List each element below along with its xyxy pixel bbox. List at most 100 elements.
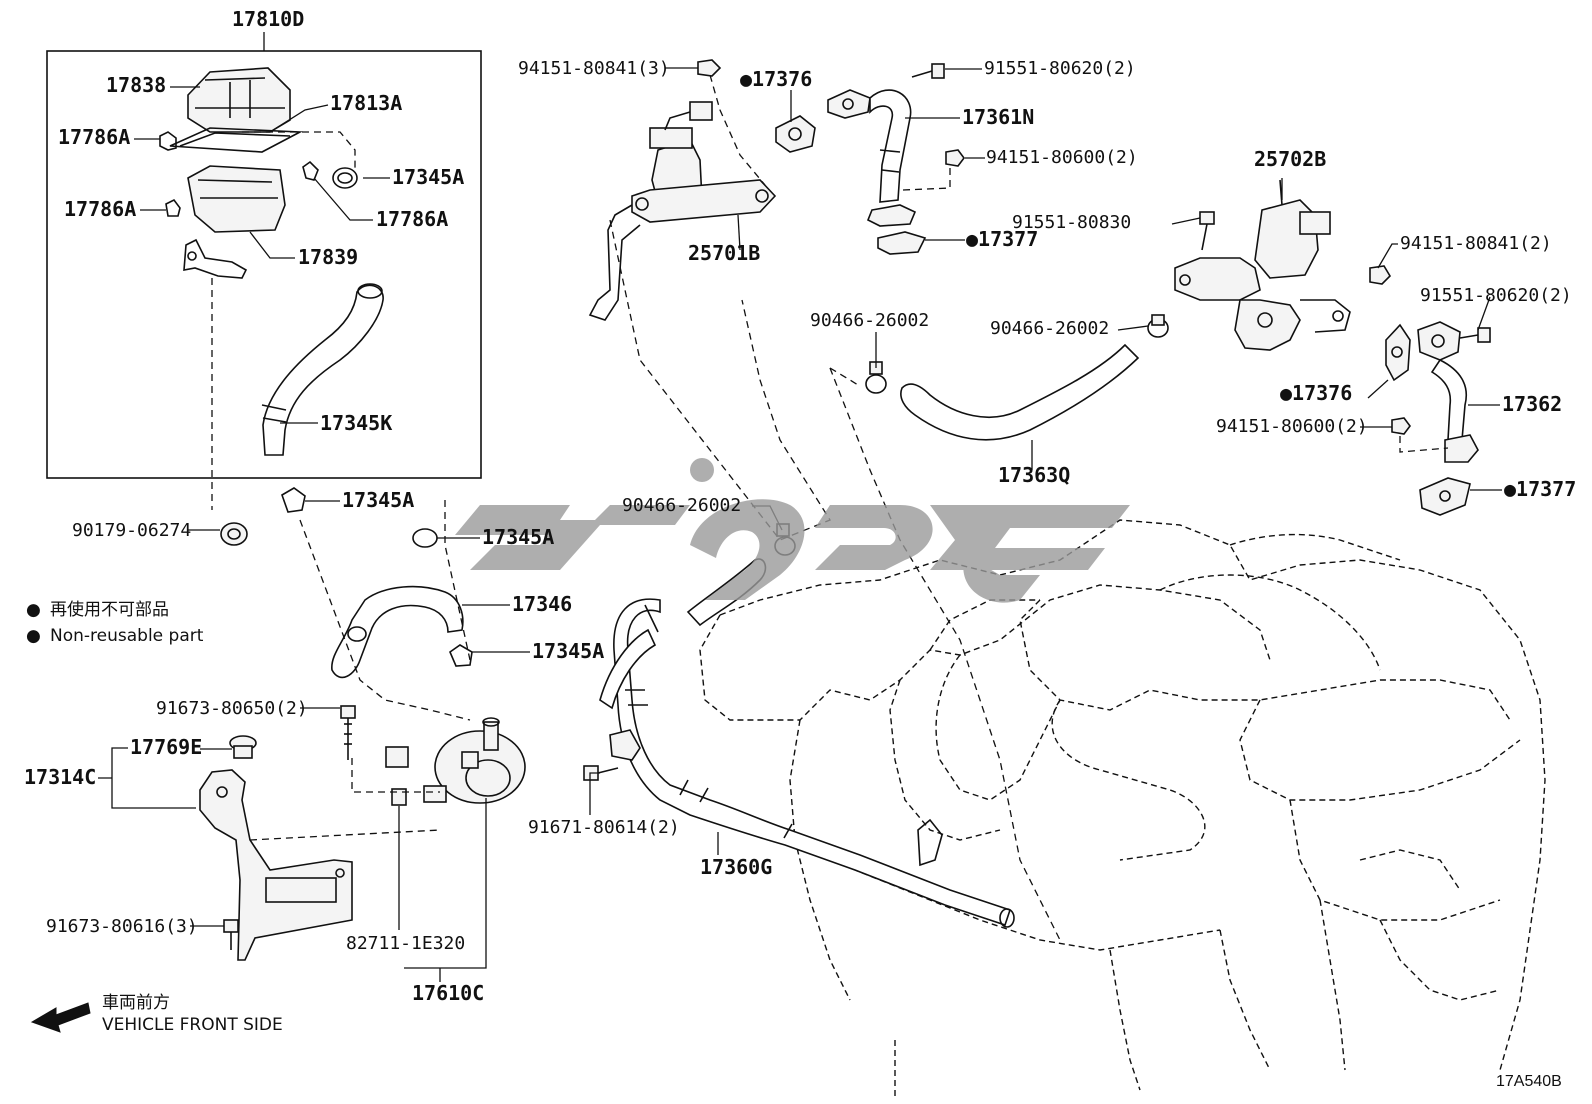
direction-jp: 車両前方 <box>102 993 170 1013</box>
pipe-17361n <box>827 89 917 227</box>
part-label-25702b: 25702B <box>1254 147 1326 171</box>
group-box-label: 17810D <box>232 7 304 31</box>
legend-en: Non-reusable part <box>50 626 204 646</box>
part-label-94151-80600: 94151-80600(2) <box>1216 416 1368 437</box>
legend-symbol: ● <box>26 600 41 620</box>
part-labels: 17810D 17838 17813A 17786A 17345A 17786A… <box>24 7 1576 1090</box>
bolt <box>583 765 619 781</box>
part-label-17345a: 17345A <box>482 525 554 549</box>
part-label-17314c: 17314C <box>24 765 96 789</box>
nut <box>1391 417 1411 435</box>
hose-clamp <box>332 167 358 189</box>
leader-dash <box>829 367 1061 941</box>
air-switching-valve-25701b <box>588 101 777 321</box>
pump-bracket <box>199 769 353 961</box>
part-label-17360g: 17360G <box>700 855 772 879</box>
hose-17363q <box>900 343 1140 441</box>
air-filter-cover <box>187 67 291 133</box>
part-label-90466-26002: 90466-26002 <box>622 495 741 516</box>
leader-dash <box>829 367 859 386</box>
part-label-91551-80620: 91551-80620(2) <box>1420 285 1572 306</box>
filter-bracket <box>183 238 248 279</box>
part-label-94151-80841: 94151-80841(2) <box>1400 233 1552 254</box>
gasket <box>775 115 816 153</box>
direction-en: VEHICLE FRONT SIDE <box>102 1015 283 1035</box>
part-label-17610c: 17610C <box>412 981 484 1005</box>
bolt <box>223 919 239 950</box>
part-label-17838: 17838 <box>106 73 166 97</box>
cushion <box>229 735 257 759</box>
part-label-17769e: 17769E <box>130 735 202 759</box>
part-label-17345a: 17345A <box>392 165 464 189</box>
filter-case <box>187 165 286 233</box>
part-label-90466-26002: 90466-26002 <box>810 310 929 331</box>
vehicle-front-arrow-icon <box>30 1002 91 1033</box>
clip-17786a <box>159 131 319 217</box>
part-label-17346: 17346 <box>512 592 572 616</box>
part-label-90179-06274: 90179-06274 <box>72 520 191 541</box>
gasket <box>1419 477 1471 516</box>
part-label-91551-80620: 91551-80620(2) <box>984 58 1136 79</box>
pipe-17360g <box>599 558 1015 928</box>
part-label-17376: ●17376 <box>740 67 812 91</box>
part-label-17786a: 17786A <box>58 125 130 149</box>
legend-symbol: ● <box>26 626 41 646</box>
leader-dash <box>902 168 951 191</box>
leader-dash <box>444 500 471 661</box>
filter-element <box>169 127 303 153</box>
clip-lower <box>281 487 473 667</box>
part-label-17345a: 17345A <box>532 639 604 663</box>
bolt <box>911 63 945 79</box>
leader-dash <box>299 519 471 721</box>
reference-code: 17A540B <box>1496 1073 1562 1090</box>
leader-dash <box>242 131 356 168</box>
group-box-17810d <box>46 32 482 479</box>
leader-dash <box>249 829 441 841</box>
part-label-25701b: 25701B <box>688 241 760 265</box>
leader-dash <box>609 219 831 541</box>
leader-dash <box>1399 436 1449 453</box>
engine-outline <box>699 519 1546 1099</box>
pipe-17362 <box>1417 321 1479 463</box>
part-label-17362: 17362 <box>1502 392 1562 416</box>
air-pump <box>423 717 526 804</box>
part-label-91671-80614: 91671-80614(2) <box>528 817 680 838</box>
hose-clamp <box>1147 314 1169 338</box>
part-label-17813a: 17813A <box>330 91 402 115</box>
part-label-17786a: 17786A <box>64 197 136 221</box>
gasket <box>1385 323 1411 382</box>
nut <box>945 149 965 167</box>
bolt <box>1459 327 1491 343</box>
part-label-94151-80600: 94151-80600(2) <box>986 147 1138 168</box>
leader-dash <box>709 74 766 186</box>
nut <box>697 59 722 77</box>
legend-jp: 再使用不可部品 <box>50 599 169 620</box>
part-label-17363q: 17363Q <box>998 463 1070 487</box>
part-label-91673-80616: 91673-80616(3) <box>46 916 198 937</box>
connector <box>385 746 409 806</box>
bolt <box>1199 211 1215 251</box>
part-label-91551-80830: 91551-80830 <box>1012 212 1131 233</box>
bolt <box>340 705 356 760</box>
part-label-94151-80841: 94151-80841(3) <box>518 58 670 79</box>
air-switching-valve-25702b <box>1174 179 1351 351</box>
part-label-17377: ●17377 <box>966 227 1038 251</box>
part-label-17345a: 17345A <box>342 488 414 512</box>
hose-17345k <box>261 283 384 456</box>
hose-17346 <box>331 585 464 679</box>
grommet <box>220 522 248 546</box>
part-label-17345k: 17345K <box>320 411 392 435</box>
part-label-17376: ●17376 <box>1280 381 1352 405</box>
gasket <box>877 231 927 255</box>
part-label-17377: ●17377 <box>1504 477 1576 501</box>
part-label-17839: 17839 <box>298 245 358 269</box>
part-label-91673-80650: 91673-80650(2) <box>156 698 308 719</box>
watermark-logo <box>455 458 1130 603</box>
part-label-17786a: 17786A <box>376 207 448 231</box>
part-label-82711-1e320: 82711-1E320 <box>346 933 465 954</box>
part-label-90466-26002: 90466-26002 <box>990 318 1109 339</box>
nut <box>1369 265 1392 285</box>
part-label-17361n: 17361N <box>962 105 1034 129</box>
